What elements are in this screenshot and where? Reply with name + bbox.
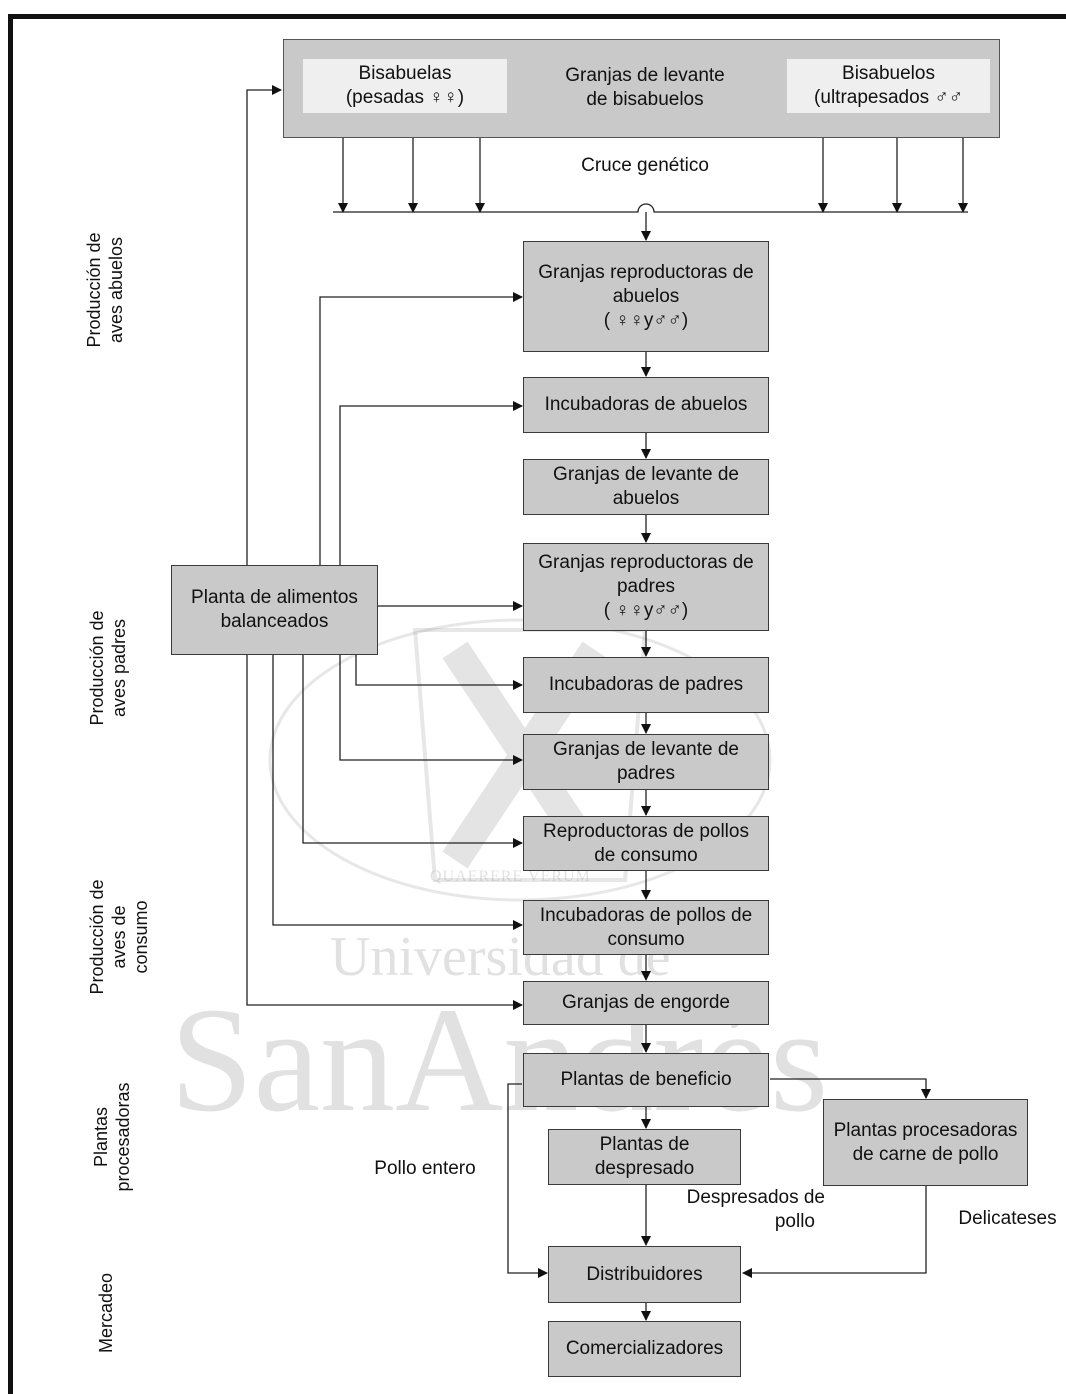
despresado-line-1: Plantas de [599,1134,690,1155]
planta-line-2: balanceados [220,611,329,632]
bisabuelas-label: Bisabuelas [358,63,452,84]
side-label-consumo: Producción de aves de consumo [86,862,152,1012]
pollo-entero-label: Pollo entero [374,1158,476,1179]
side-consumo-line-3: consumo [131,900,151,974]
incub-padres-box: Incubadoras de padres [523,657,769,713]
repro-abuelos-box: Granjas reproductoras de abuelos ( ♀♀y♂♂… [523,241,769,352]
granjas-levante-bisabuelos-label: Granjas de levante de bisabuelos [540,64,750,112]
repro-consumo-line-2: de consumo [594,844,698,866]
incub-abuelos-line-1: Incubadoras de abuelos [544,394,748,415]
distribuidores-line-1: Distribuidores [586,1263,703,1285]
procesadoras-box: Plantas procesadoras de carne de pollo [823,1099,1028,1186]
bisabuelos-label: Bisabuelos [842,63,935,84]
planta-alimentos-box: Planta de alimentos balanceados [171,565,378,655]
incub-padres-line-1: Incubadoras de padres [548,674,744,695]
incub-consumo-line-1: Incubadoras de pollos de [539,904,753,926]
engorde-line-1: Granjas de engorde [562,992,730,1013]
levante-abuelos-box: Granjas de levante de abuelos [523,459,769,515]
levante-abuelos-line-2: abuelos [612,488,680,509]
despresado-line-2: despresado [594,1158,695,1179]
side-label-plantas: Plantas procesadoras [90,1067,134,1207]
comercializadores-line-1: Comercializadores [565,1338,724,1359]
despresados-line-1: Despresados de [686,1187,825,1208]
side-abuelos-line-1: Producción de [84,232,104,348]
despresados-label: Despresados de pollo [655,1186,825,1234]
despresado-box: Plantas de despresado [548,1129,741,1185]
cruce-genetico-label: Cruce genético [581,155,709,176]
incub-consumo-box: Incubadoras de pollos de consumo [523,900,769,955]
repro-abuelos-line-3: ( ♀♀y♂♂) [603,309,689,331]
repro-padres-line-2: padres [616,576,676,597]
levante-abuelos-line-1: Granjas de levante de [553,464,739,485]
distribuidores-box: Distribuidores [548,1246,741,1303]
levante-padres-line-1: Granjas de levante de [553,739,739,760]
delicateses-label: Delicateses [958,1208,1057,1229]
planta-line-1: Planta de alimentos [191,587,358,608]
repro-consumo-box: Reproductoras de pollos de consumo [523,816,769,871]
bisabuelas-sub: (pesadas ♀♀) [345,87,465,108]
side-abuelos-line-2: aves abuelos [106,236,126,344]
engorde-box: Granjas de engorde [523,981,769,1025]
diagram-frame [8,14,1066,1394]
side-label-padres: Producción de aves padres [86,603,130,733]
side-padres-line-1: Producción de [87,610,107,726]
beneficio-line-1: Plantas de beneficio [560,1069,732,1090]
side-plantas-line-1: Plantas [91,1106,111,1168]
side-consumo-line-2: aves de [109,905,129,969]
procesadoras-line-1: Plantas procesadoras [833,1119,1018,1141]
incub-consumo-line-2: consumo [607,928,685,950]
repro-abuelos-line-1: Granjas reproductoras de [538,261,754,283]
bisabuelas-box: Bisabuelas (pesadas ♀♀) [303,59,507,113]
despresados-line-2: pollo [774,1211,815,1232]
center-line-2: de bisabuelos [586,89,704,110]
bisabuelos-box: Bisabuelos (ultrapesados ♂♂ [787,59,990,113]
incub-abuelos-box: Incubadoras de abuelos [523,377,769,433]
side-consumo-line-1: Producción de [87,879,107,995]
levante-padres-line-2: padres [616,763,676,784]
side-label-mercadeo: Mercadeo [95,1263,117,1363]
repro-padres-line-3: ( ♀♀y♂♂) [603,600,689,621]
center-line-1: Granjas de levante [565,65,725,86]
side-padres-line-2: aves padres [109,618,129,718]
side-mercadeo-line-1: Mercadeo [96,1272,116,1354]
beneficio-box: Plantas de beneficio [523,1053,769,1107]
side-label-abuelos: Producción de aves abuelos [83,225,127,355]
comercializadores-box: Comercializadores [548,1321,741,1377]
side-plantas-line-2: procesadoras [113,1082,133,1192]
repro-abuelos-line-2: abuelos [612,285,680,307]
procesadoras-line-2: de carne de pollo [852,1143,999,1165]
repro-padres-box: Granjas reproductoras de padres ( ♀♀y♂♂) [523,543,769,631]
bisabuelos-sub: (ultrapesados ♂♂ [814,87,963,108]
repro-consumo-line-1: Reproductoras de pollos [543,820,749,842]
levante-padres-box: Granjas de levante de padres [523,734,769,790]
repro-padres-line-1: Granjas reproductoras de [538,552,754,573]
